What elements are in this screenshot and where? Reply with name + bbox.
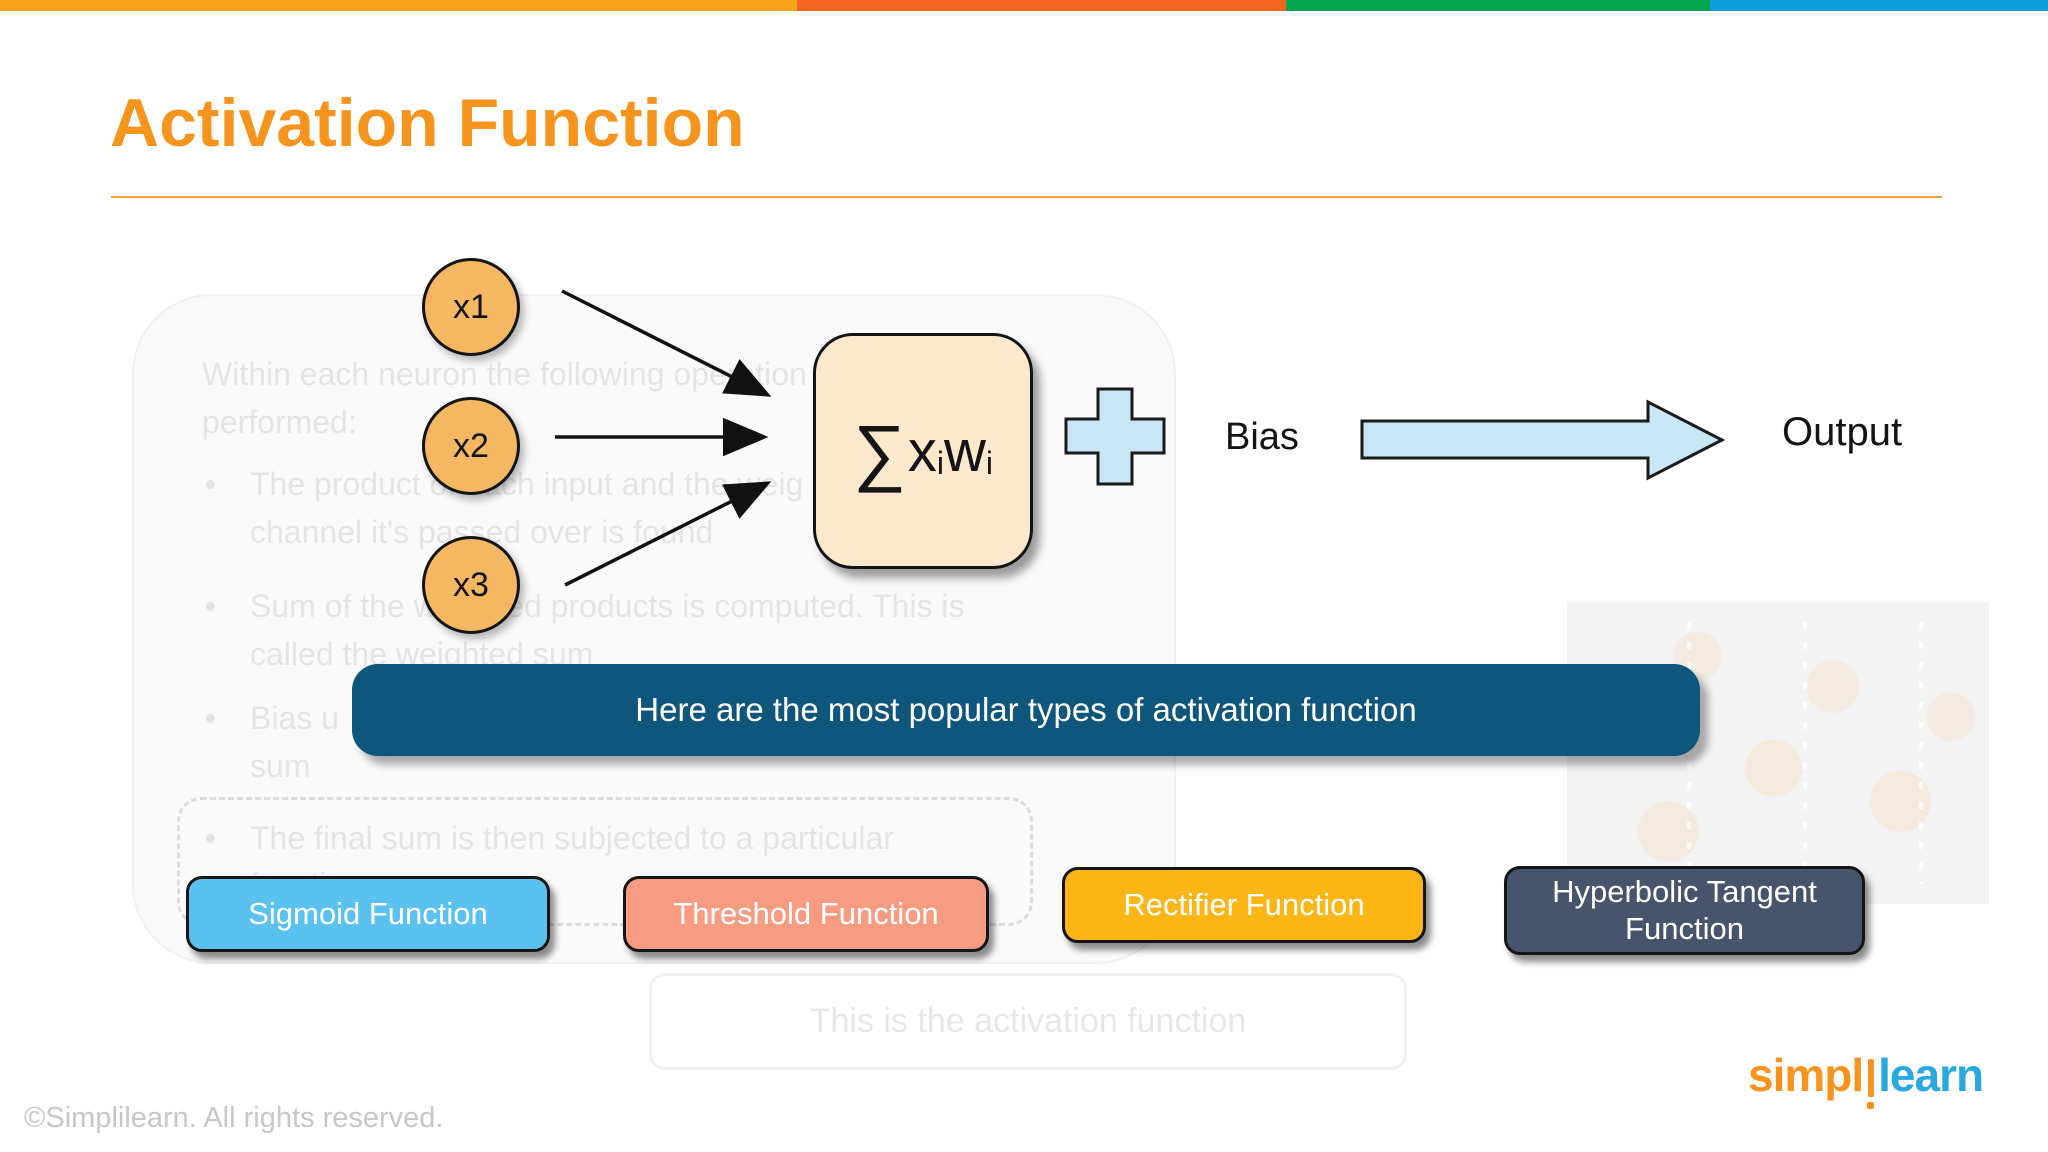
faded-text-line: sum <box>250 748 311 784</box>
input-node-label: x1 <box>453 287 489 326</box>
button-label: Hyperbolic Tangent Function <box>1552 873 1817 946</box>
logo-i-bar <box>1867 1059 1874 1097</box>
rectifier-function-button[interactable]: Rectifier Function <box>1062 867 1426 943</box>
faded-activation-note: This is the activation function <box>649 973 1407 1070</box>
faded-bullet-dot <box>206 480 215 489</box>
faded-dot-column <box>1919 622 1923 884</box>
faded-text-line: The final sum is then subjected to a par… <box>250 820 894 856</box>
ribbon-segment-amber <box>0 0 797 11</box>
faded-dot-column <box>1687 622 1691 884</box>
formula-x-sub: i <box>936 444 944 481</box>
ribbon-segment-blue <box>1710 0 2048 11</box>
logo-text-learn: learn <box>1878 1049 1984 1101</box>
logo-text-simpl: simpl <box>1748 1049 1864 1101</box>
faded-text-line: Sum of the weighted products is computed… <box>250 588 965 624</box>
faded-bullet-dot <box>206 602 215 611</box>
copyright-text: ©Simplilearn. All rights reserved. <box>24 1102 444 1134</box>
input-node-label: x2 <box>453 426 489 465</box>
logo-i-glyph <box>1867 1059 1875 1109</box>
faded-bullet-dot <box>206 834 215 843</box>
bias-label: Bias <box>1225 416 1299 458</box>
faded-text-line: Bias u <box>250 700 339 736</box>
sigma-symbol: ∑ <box>853 409 906 493</box>
input-node-x1: x1 <box>422 258 520 356</box>
weighted-sum-formula: ∑ x i w i <box>853 409 993 494</box>
ribbon-segment-green <box>1286 0 1711 11</box>
input-node-x2: x2 <box>422 397 520 495</box>
input-node-label: x3 <box>453 565 489 604</box>
button-label: Threshold Function <box>673 895 939 931</box>
banner-text: Here are the most popular types of activ… <box>635 691 1417 728</box>
faded-text-line: Within each neuron the following operati… <box>202 356 807 392</box>
sigmoid-function-button[interactable]: Sigmoid Function <box>186 876 550 952</box>
button-label: Rectifier Function <box>1123 886 1365 922</box>
formula-w: w <box>943 418 986 484</box>
faded-dashed-box <box>177 797 1033 926</box>
popular-types-banner: Here are the most popular types of activ… <box>352 664 1700 756</box>
page-title: Activation Function <box>110 85 745 161</box>
faded-dot-column <box>1803 622 1807 884</box>
title-underline <box>111 196 1942 198</box>
weighted-sum-box: ∑ x i w i <box>813 333 1033 569</box>
button-label: Sigmoid Function <box>248 895 488 931</box>
ribbon-segment-orange <box>796 0 1287 11</box>
input-node-x3: x3 <box>422 536 520 634</box>
formula-w-sub: i <box>985 444 993 481</box>
simplilearn-logo: simpl learn <box>1748 1048 1984 1109</box>
faded-note-text: This is the activation function <box>809 1002 1247 1040</box>
faded-bullet-dot <box>206 714 215 723</box>
threshold-function-button[interactable]: Threshold Function <box>623 876 989 952</box>
formula-x: x <box>907 418 937 484</box>
hyperbolic-tangent-function-button[interactable]: Hyperbolic Tangent Function <box>1504 866 1865 955</box>
logo-i-dot <box>1867 1102 1875 1109</box>
output-block-arrow <box>1360 399 1726 481</box>
top-color-ribbon <box>0 0 2048 11</box>
faded-text-line: performed: <box>202 404 357 440</box>
plus-icon <box>1064 387 1166 486</box>
faded-text-line: The product of each input and the weig <box>250 466 804 502</box>
output-label: Output <box>1782 410 1903 454</box>
